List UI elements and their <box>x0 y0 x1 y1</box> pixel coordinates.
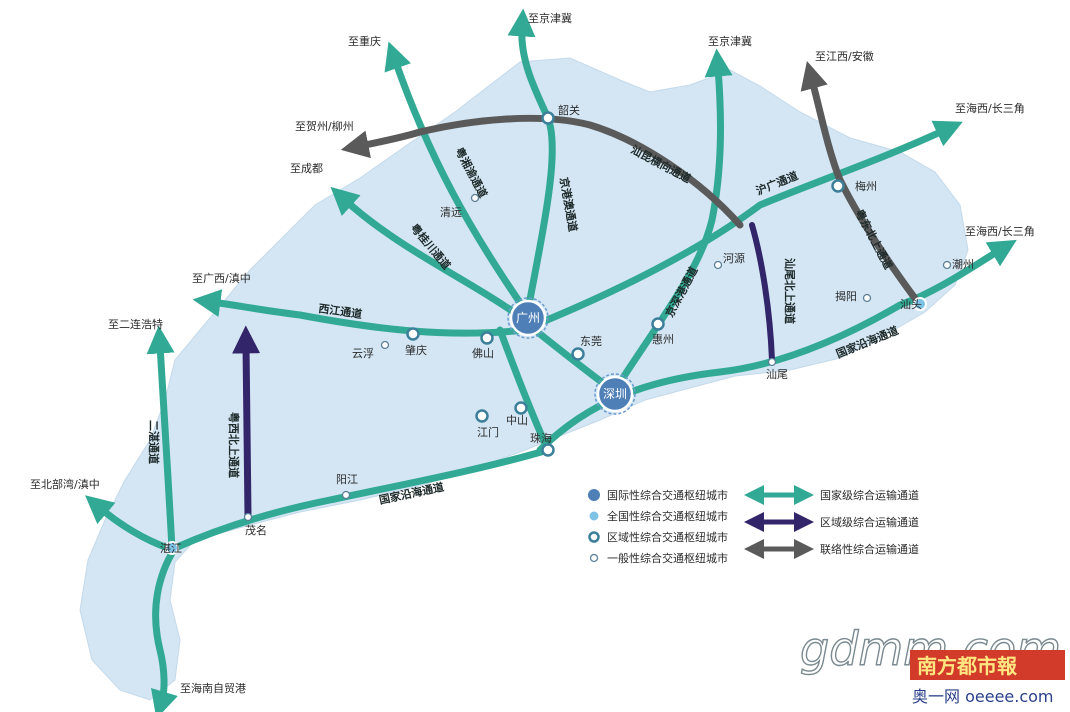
corridor-shanwei-north <box>749 222 775 363</box>
city-label-meizhou: 梅州 <box>855 179 877 193</box>
dest-chengdu: 至成都 <box>290 162 323 175</box>
hub-yangjiang <box>341 490 351 500</box>
hub-jieyang <box>862 293 872 303</box>
dest-haixi-1: 至海西/长三角 <box>955 101 1025 115</box>
corridor-coastal-west <box>150 446 552 712</box>
city-label-heyuan: 河源 <box>723 251 745 265</box>
city-label-chaozhou: 潮州 <box>952 257 974 271</box>
legend-line-linking: 联络性综合运输通道 <box>820 542 919 556</box>
hub-dongguan <box>571 347 585 361</box>
hub-zhongshan <box>514 401 528 415</box>
dest-guangxi-yunnan: 至广西/滇中 <box>192 271 251 285</box>
legend-line-regional: 区域级综合运输通道 <box>820 515 919 529</box>
dest-jingjinji-1: 至京津冀 <box>528 11 572 25</box>
hub-chaozhou <box>942 260 952 270</box>
dest-jingjinji-2: 至京津冀 <box>708 34 752 48</box>
city-label-zhuhai: 珠海 <box>530 431 552 445</box>
corridor-to-erlian <box>146 325 176 552</box>
corridor-to-guangxi <box>192 289 529 337</box>
corridor-to-jingjinji-1 <box>507 8 556 314</box>
legend-hub-national-icon <box>587 509 601 523</box>
corridor-label-yuexi-north: 粤西北上通道 <box>227 412 241 478</box>
corridor-label-xijiang: 西江通道 <box>318 301 364 321</box>
corridor-to-chengdu <box>330 186 529 324</box>
corridor-label-erzhan: 二湛通道 <box>147 420 161 464</box>
corridor-label-shanwei-north: 汕尾北上通道 <box>783 258 797 324</box>
city-label-jieyang: 揭阳 <box>835 289 857 303</box>
city-label-zhanjiang: 湛江 <box>160 542 182 555</box>
dest-chongqing: 至重庆 <box>348 34 381 48</box>
dest-hezhou-liuzhou: 至贺州/柳州 <box>295 119 354 133</box>
corridor-to-haixi-1 <box>531 120 963 329</box>
dest-jiangxi-anhui: 至江西/安徽 <box>815 49 874 63</box>
city-label-qingyuan: 清远 <box>440 206 462 219</box>
watermark-sub: 奥一网 oeeee.com <box>912 687 1054 706</box>
city-label-shenzhen: 深圳 <box>603 387 627 401</box>
legend-hub-general: 一般性综合交通枢纽城市 <box>607 551 728 565</box>
hub-shantou <box>913 297 927 311</box>
city-label-jiangmen: 江门 <box>477 425 499 439</box>
legend-line-national: 国家级综合运输通道 <box>820 488 919 502</box>
hub-huizhou <box>651 317 665 331</box>
dest-beibuwan: 至北部湾/滇中 <box>30 477 100 491</box>
legend-hub-regional: 区域性综合交通枢纽城市 <box>607 530 728 544</box>
hub-shanwei <box>767 357 777 367</box>
city-label-zhaoqing: 肇庆 <box>405 343 427 357</box>
hub-shenzhen: 深圳 <box>594 373 636 415</box>
hub-zhuhai <box>541 443 555 457</box>
hub-guangzhou: 广州 <box>507 297 549 339</box>
corridor-to-beibuwan <box>85 495 172 552</box>
hub-foshan <box>480 331 494 345</box>
hub-meizhou <box>831 179 845 193</box>
hub-yunfu <box>380 340 390 350</box>
city-label-foshan: 佛山 <box>472 347 494 360</box>
hub-maoming <box>243 512 253 522</box>
hub-qingyuan <box>470 193 480 203</box>
city-label-shantou: 汕头 <box>900 298 922 311</box>
dest-hainan: 至海南自贸港 <box>180 681 246 695</box>
watermark-newspaper-box <box>910 650 1065 680</box>
hub-zhanjiang <box>165 541 179 555</box>
hub-jiangmen <box>475 409 489 423</box>
dest-erlian: 至二连浩特 <box>108 317 163 331</box>
hub-heyuan <box>713 260 723 270</box>
city-label-zhongshan: 中山 <box>506 414 528 427</box>
corridor-foshan-zhuhai <box>496 326 552 454</box>
legend-hub-international-icon <box>586 487 602 503</box>
city-label-dongguan: 东莞 <box>580 335 602 348</box>
corridor-yuexi-north <box>232 325 261 519</box>
city-label-yangjiang: 阳江 <box>336 473 358 486</box>
city-label-guangzhou: 广州 <box>516 311 540 325</box>
city-label-shanwei: 汕尾 <box>766 368 788 381</box>
legend-hub-national: 全国性综合交通枢纽城市 <box>607 509 728 523</box>
dest-haixi-2: 至海西/长三角 <box>965 224 1035 238</box>
legend: 国际性综合交通枢纽城市 全国性综合交通枢纽城市 区域性综合交通枢纽城市 一般性综… <box>586 485 919 565</box>
city-label-huizhou: 惠州 <box>652 332 674 346</box>
legend-hub-general-icon <box>589 553 599 563</box>
legend-hub-regional-icon <box>588 531 600 543</box>
hub-zhaoqing <box>406 327 420 341</box>
legend-hub-international: 国际性综合交通枢纽城市 <box>607 488 728 502</box>
watermark-newspaper: 南方都市報 <box>917 654 1018 678</box>
city-label-maoming: 茂名 <box>245 523 267 537</box>
hub-shaoguan <box>541 111 555 125</box>
city-label-yunfu: 云浮 <box>352 347 374 360</box>
city-label-shaoguan: 韶关 <box>558 103 580 117</box>
corridor-to-chongqing <box>384 41 529 314</box>
corridor-to-jingjinji-2 <box>611 48 733 394</box>
